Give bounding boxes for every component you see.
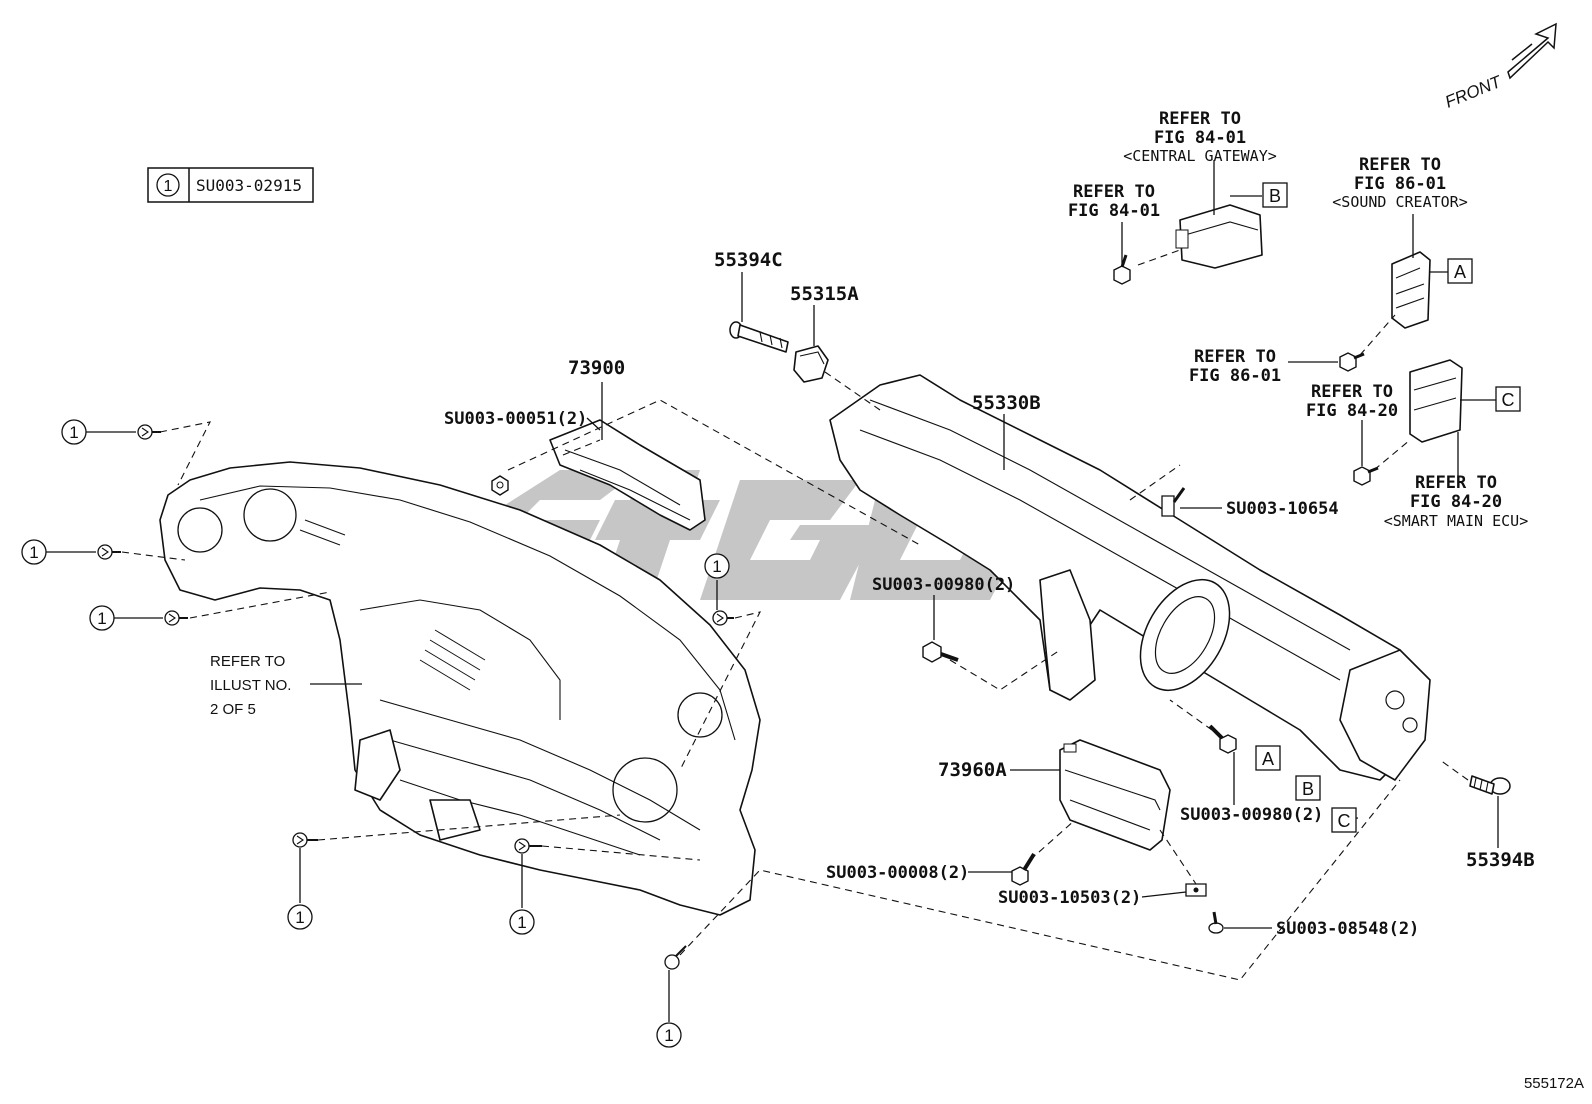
label-su003-00980-a: SU003-00980(2) xyxy=(872,575,1015,595)
svg-text:REFER TO: REFER TO xyxy=(210,653,285,670)
box-a-bottom: A xyxy=(1255,745,1281,771)
svg-text:1: 1 xyxy=(295,908,304,927)
svg-text:FIG 84-20: FIG 84-20 xyxy=(1410,492,1502,512)
svg-text:<SMART MAIN ECU>: <SMART MAIN ECU> xyxy=(1384,512,1529,530)
callout-1b: 1 xyxy=(21,539,47,565)
svg-text:REFER TO: REFER TO xyxy=(1311,382,1393,402)
box-b-top: B xyxy=(1262,182,1288,208)
connector-boxes: B A C A B C xyxy=(1255,182,1521,833)
svg-text:1: 1 xyxy=(517,913,526,932)
svg-text:1: 1 xyxy=(664,1026,673,1045)
svg-text:REFER TO: REFER TO xyxy=(1073,182,1155,202)
ref-fig-84-20: REFER TO FIG 84-20 xyxy=(1306,382,1398,421)
label-su003-08548: SU003-08548(2) xyxy=(1276,919,1419,939)
central-gateway-module xyxy=(1175,204,1263,269)
svg-text:B: B xyxy=(1269,186,1281,206)
clamp-55315A xyxy=(793,345,829,383)
ref-illust-2-of-5: REFER TO ILLUST NO. 2 OF 5 xyxy=(210,653,291,718)
box-b-bottom: B xyxy=(1295,775,1321,801)
smart-main-ecu-module xyxy=(1409,359,1463,443)
sound-creator-module xyxy=(1391,251,1431,329)
refer-labels: REFER TO FIG 84-01 <CENTRAL GATEWAY> REF… xyxy=(210,109,1528,718)
svg-text:FIG 86-01: FIG 86-01 xyxy=(1189,366,1281,386)
label-55330B: 55330B xyxy=(972,392,1041,414)
svg-text:REFER TO: REFER TO xyxy=(1415,473,1497,493)
callout-1e: 1 xyxy=(287,904,313,930)
legend-box: 1 SU003-02915 xyxy=(147,167,314,203)
svg-text:FIG 84-01: FIG 84-01 xyxy=(1154,128,1246,148)
ref-central-gateway: REFER TO FIG 84-01 <CENTRAL GATEWAY> xyxy=(1123,109,1277,165)
front-label: FRONT xyxy=(1442,72,1505,112)
label-55315A: 55315A xyxy=(790,283,859,305)
svg-text:A: A xyxy=(1454,262,1466,282)
callout-1a: 1 xyxy=(61,419,87,445)
figure-id: 555172A xyxy=(1524,1075,1584,1092)
box-c-top: C xyxy=(1495,386,1521,412)
steering-support-beam xyxy=(829,374,1431,781)
label-55394C: 55394C xyxy=(714,249,783,271)
svg-text:REFER TO: REFER TO xyxy=(1359,155,1441,175)
svg-text:FIG 84-20: FIG 84-20 xyxy=(1306,401,1398,421)
box-a-top: A xyxy=(1447,258,1473,284)
fasteners xyxy=(97,254,1379,970)
callout-1f: 1 xyxy=(509,909,535,935)
label-73960A: 73960A xyxy=(938,759,1007,781)
callout-1c: 1 xyxy=(89,605,115,631)
svg-text:1: 1 xyxy=(97,609,106,628)
callout-1d: 1 xyxy=(704,553,730,579)
leader-lines xyxy=(46,160,1499,1022)
label-su003-00980-b: SU003-00980(2) xyxy=(1180,805,1323,825)
instrument-panel xyxy=(159,461,761,916)
label-su003-10654: SU003-10654 xyxy=(1226,499,1339,519)
bolt-55394B xyxy=(1469,775,1511,795)
svg-text:ILLUST NO.: ILLUST NO. xyxy=(210,677,291,694)
callout-1g: 1 xyxy=(656,1022,682,1048)
svg-text:FIG 84-01: FIG 84-01 xyxy=(1068,201,1160,221)
ref-sound-creator: REFER TO FIG 86-01 <SOUND CREATOR> xyxy=(1332,155,1467,211)
svg-text:A: A xyxy=(1262,749,1274,769)
part-labels: 55394C 55315A 73900 55330B 73960A 55394B… xyxy=(444,249,1535,939)
ref-fig-84-01: REFER TO FIG 84-01 xyxy=(1068,182,1160,221)
label-55394B: 55394B xyxy=(1466,849,1535,871)
svg-text:2 OF 5: 2 OF 5 xyxy=(210,701,256,718)
svg-text:<CENTRAL GATEWAY>: <CENTRAL GATEWAY> xyxy=(1123,147,1277,165)
label-su003-00051: SU003-00051(2) xyxy=(444,409,587,429)
svg-text:1: 1 xyxy=(29,543,38,562)
ref-fig-86-01: REFER TO FIG 86-01 xyxy=(1189,347,1281,386)
svg-text:FIG 86-01: FIG 86-01 xyxy=(1354,174,1446,194)
legend-symbol: 1 xyxy=(164,178,173,195)
label-su003-00008: SU003-00008(2) xyxy=(826,863,969,883)
svg-text:REFER TO: REFER TO xyxy=(1159,109,1241,129)
dashed-assembly-lines xyxy=(121,249,1469,981)
svg-text:C: C xyxy=(1502,390,1515,410)
knee-airbag-module xyxy=(1059,739,1171,851)
ref-smart-main-ecu: REFER TO FIG 84-20 <SMART MAIN ECU> xyxy=(1384,473,1529,530)
svg-text:1: 1 xyxy=(69,423,78,442)
svg-text:<SOUND CREATOR>: <SOUND CREATOR> xyxy=(1332,193,1467,211)
svg-text:REFER TO: REFER TO xyxy=(1194,347,1276,367)
label-73900: 73900 xyxy=(568,357,625,379)
box-c-bottom: C xyxy=(1331,807,1357,833)
bolt-55394C xyxy=(729,321,789,353)
legend-code: SU003-02915 xyxy=(196,176,302,195)
svg-text:B: B xyxy=(1302,779,1314,799)
panel-reinforcement xyxy=(549,419,706,531)
front-arrow: FRONT xyxy=(1442,22,1557,112)
svg-text:C: C xyxy=(1338,811,1351,831)
callout-markers: 1 1 1 1 1 1 1 xyxy=(21,419,730,1048)
label-su003-10503: SU003-10503(2) xyxy=(998,888,1141,908)
svg-text:1: 1 xyxy=(712,557,721,576)
